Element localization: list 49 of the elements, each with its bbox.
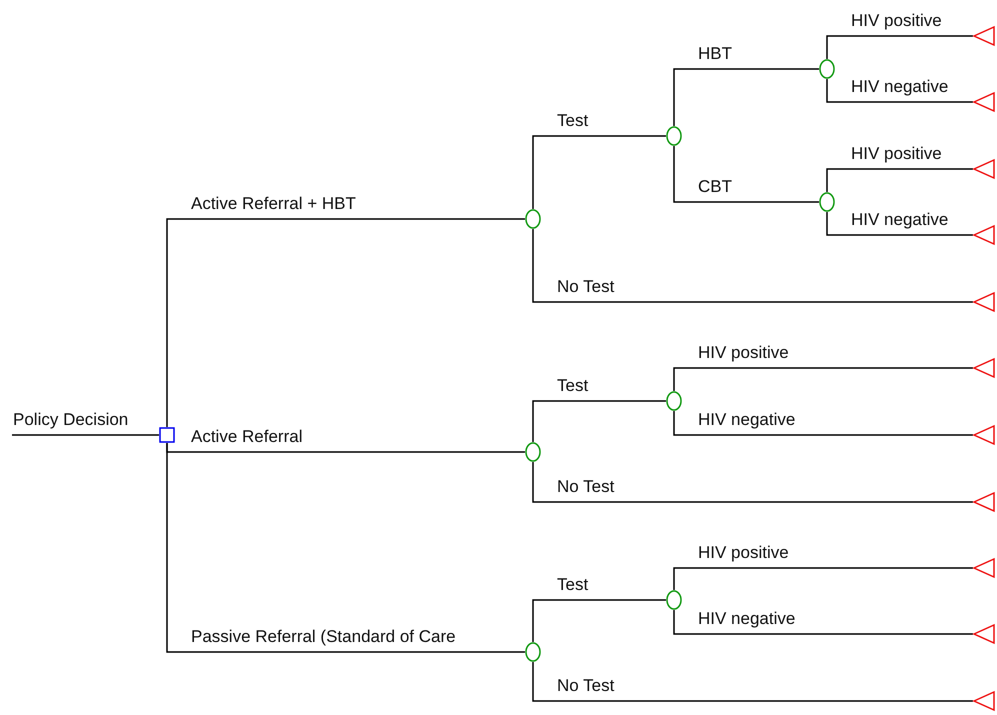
chance-node: [525, 209, 541, 229]
branch-label: HIV negative: [697, 410, 796, 430]
tree-branch: [826, 79, 973, 103]
terminal-node: [973, 26, 995, 46]
branch-label: HIV positive: [850, 144, 943, 164]
branch-label: HIV positive: [697, 543, 790, 563]
tree-branch: [166, 443, 525, 653]
tree-branch: [532, 229, 973, 303]
branch-label: HIV negative: [850, 77, 950, 97]
chance-node: [525, 442, 541, 462]
tree-branch: [673, 367, 973, 391]
branch-label: Passive Referral (Standard of Care: [190, 627, 457, 647]
tree-branch: [673, 567, 973, 590]
terminal-node: [973, 691, 995, 711]
decision-node: [159, 427, 175, 443]
chance-node: [666, 391, 682, 411]
branch-label: HIV positive: [850, 11, 943, 31]
terminal-node: [973, 92, 995, 112]
terminal-node: [973, 492, 995, 512]
tree-branch: [532, 135, 666, 209]
terminal-node: [973, 159, 995, 179]
branch-label: HIV negative: [850, 210, 950, 230]
branch-label: HIV negative: [697, 609, 796, 629]
tree-branch: [12, 434, 159, 436]
tree-branch: [673, 610, 973, 635]
terminal-node: [973, 558, 995, 578]
tree-branch: [826, 212, 973, 236]
tree-branch: [673, 68, 819, 126]
tree-branch: [673, 411, 973, 436]
chance-node: [525, 642, 541, 662]
terminal-node: [973, 225, 995, 245]
tree-branch: [532, 400, 666, 442]
tree-branch: [826, 168, 973, 192]
chance-node: [819, 192, 835, 212]
branch-label: Policy Decision: [12, 410, 130, 430]
chance-node: [819, 59, 835, 79]
tree-branch: [673, 146, 819, 203]
terminal-node: [973, 624, 995, 644]
terminal-node: [973, 292, 995, 312]
chance-node: [666, 590, 682, 610]
terminal-node: [973, 358, 995, 378]
tree-branch: [532, 599, 666, 642]
chance-node: [666, 126, 682, 146]
terminal-node: [973, 425, 995, 445]
tree-branch: [532, 462, 973, 503]
tree-branch: [532, 662, 973, 702]
tree-branch: [166, 218, 525, 427]
branch-label: HIV positive: [697, 343, 790, 363]
tree-branch: [826, 35, 973, 59]
